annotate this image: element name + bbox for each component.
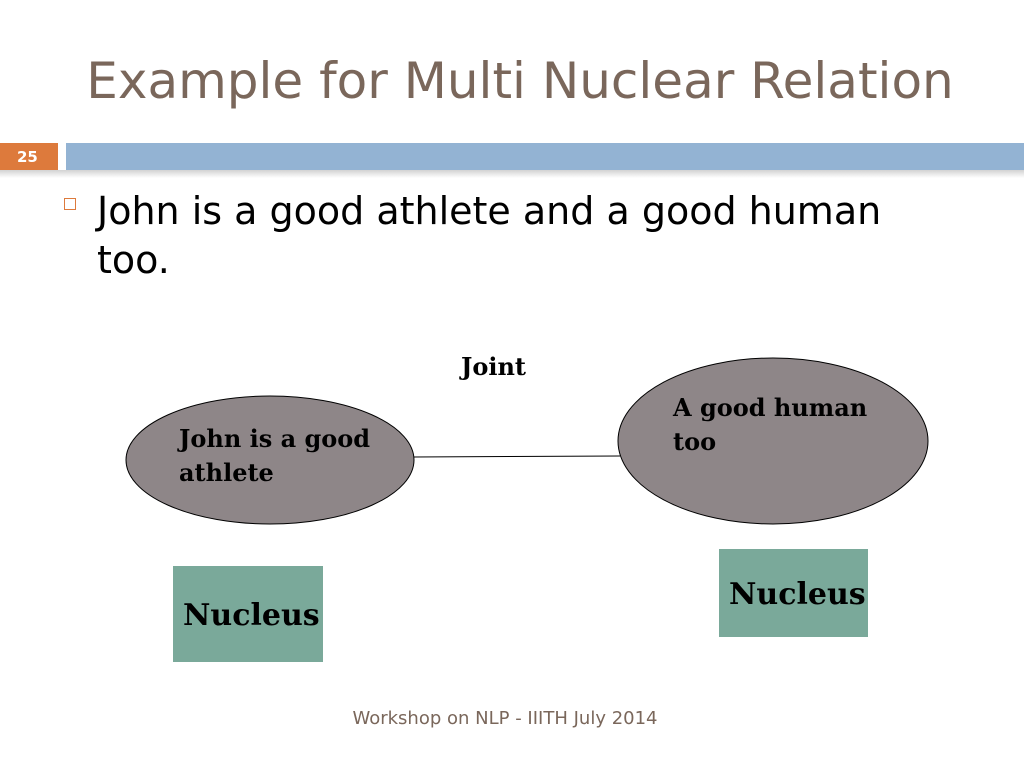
right-nucleus-box: Nucleus <box>719 549 868 637</box>
header-bar <box>66 143 1024 170</box>
header-bar-shadow <box>0 170 1024 178</box>
slide-number: 25 <box>0 143 58 170</box>
relation-label: Joint <box>461 352 527 381</box>
slide-title: Example for Multi Nuclear Relation <box>86 52 954 110</box>
left-nucleus-label: Nucleus <box>183 598 320 633</box>
bullet-square-icon <box>64 198 76 210</box>
left-span-text: John is a good athlete <box>179 424 371 487</box>
footer-text: Workshop on NLP - IIITH July 2014 <box>352 708 658 729</box>
bullet-text: John is a good athlete and a good human … <box>97 189 882 282</box>
right-span-text: A good human too <box>673 393 868 456</box>
relation-connector-line <box>412 455 621 458</box>
right-nucleus-label: Nucleus <box>729 577 866 612</box>
left-nucleus-box: Nucleus <box>173 566 323 662</box>
right-span-ellipse <box>617 357 929 525</box>
left-span-ellipse <box>125 395 415 525</box>
